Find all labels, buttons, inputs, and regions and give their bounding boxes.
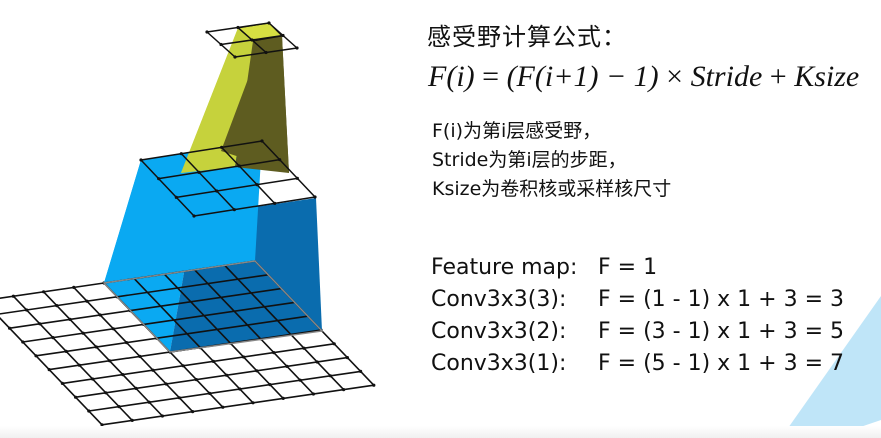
formula-lhs: F(i) [428, 60, 475, 93]
formula-stride: Stride [690, 60, 763, 93]
calc-label: Conv3x3(3): [431, 287, 567, 312]
calc-row: Feature map: F = 1 [431, 252, 844, 284]
formula-ksize: Ksize [794, 60, 860, 93]
column-right-face [221, 23, 289, 173]
calc-row: Conv3x3(3): F = (1 - 1) x 1 + 3 = 3 [431, 284, 844, 316]
receptive-field-frustum-lower [104, 141, 322, 352]
calc-row: Conv3x3(2): F = (3 - 1) x 1 + 3 = 5 [431, 316, 844, 348]
formula-description: F(i)为第i层感受野， Stride为第i层的步距， Ksize为卷积核或采样… [432, 117, 671, 204]
description-line: Ksize为卷积核或采样核尺寸 [432, 178, 672, 200]
calc-expr: F = (3 - 1) x 1 + 3 = 5 [598, 319, 844, 344]
bottom-shadow [0, 426, 881, 438]
footprint-outline [102, 260, 324, 353]
calculation-steps: Feature map: F = 1 Conv3x3(3): F = (1 - 1)… [431, 252, 844, 380]
calc-expr: F = (5 - 1) x 1 + 3 = 7 [598, 351, 844, 376]
receptive-field-frustum-upper [181, 23, 289, 173]
column-back-face [181, 23, 269, 173]
frustum-back-face [104, 141, 262, 283]
calc-label: Feature map: [431, 255, 578, 280]
calc-expr: F = (1 - 1) x 1 + 3 = 3 [598, 287, 844, 312]
calc-expr: F = 1 [598, 255, 658, 280]
formula-inner: (F(i+1) − 1) [506, 60, 659, 93]
description-line: Stride为第i层的步距， [432, 149, 627, 171]
description-line: F(i)为第i层感受野， [432, 120, 602, 142]
page-title: 感受野计算公式： [427, 23, 627, 51]
calc-label: Conv3x3(2): [431, 319, 567, 344]
receptive-field-formula: F(i) = (F(i+1) − 1) × Stride + Ksize [428, 60, 859, 94]
formula-equals: = [474, 60, 507, 93]
middle-layer-grid [139, 139, 317, 218]
calc-row: Conv3x3(1): F = (5 - 1) x 1 + 3 = 7 [431, 348, 844, 380]
decorative-triangle [781, 296, 881, 438]
top-layer-grid [205, 21, 299, 59]
calc-label: Conv3x3(1): [431, 351, 567, 376]
formula-plus: + [762, 60, 795, 93]
formula-times: × [658, 60, 691, 93]
